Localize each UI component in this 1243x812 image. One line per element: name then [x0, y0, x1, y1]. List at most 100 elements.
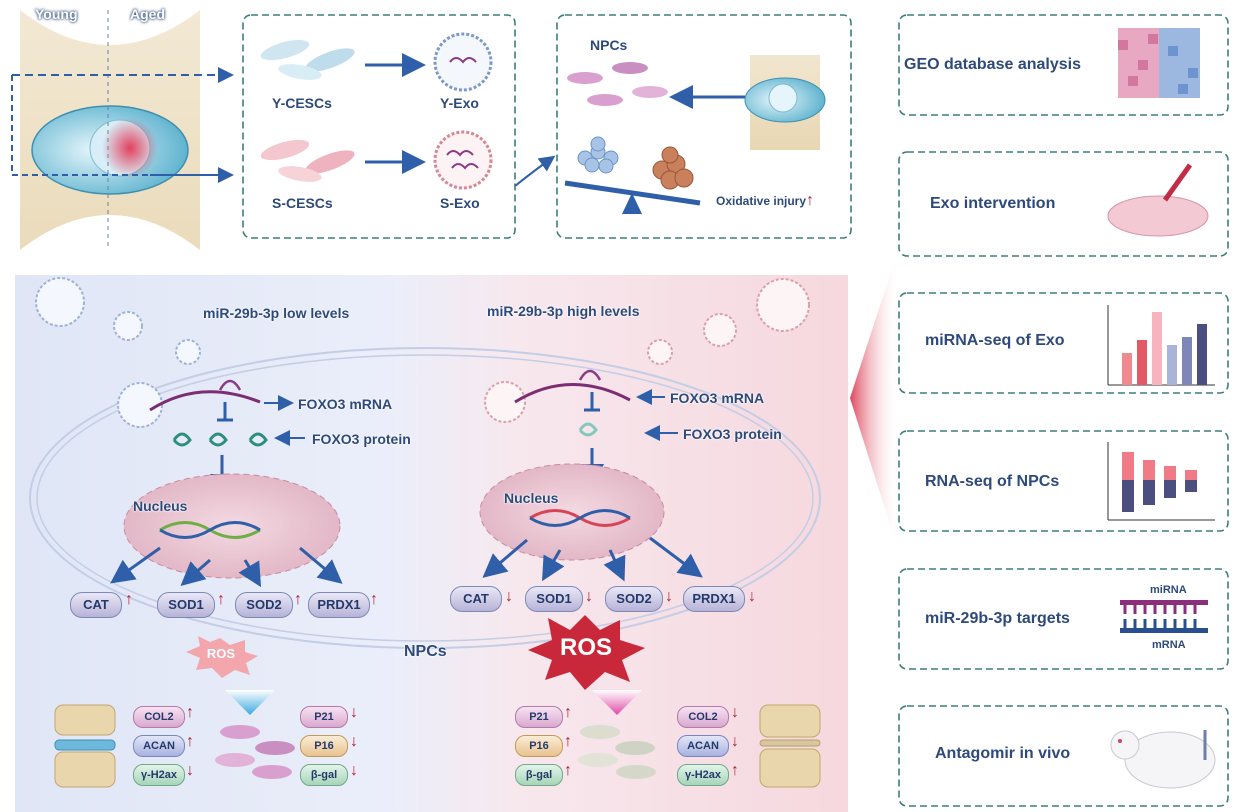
mrna-strand-label: mRNA: [1152, 639, 1186, 651]
left-prdx1-up-arrow: [370, 591, 382, 611]
right-target-cat: CAT: [450, 586, 502, 612]
workflow-mirnaseq-title: miRNA-seq of Exo: [925, 332, 1065, 349]
right-col2-down-arrow: [731, 704, 743, 724]
npc-cells: [567, 62, 668, 106]
left-p16-down-arrow: [350, 733, 362, 753]
workflow-antagomir-title: Antagomir in vivo: [935, 745, 1071, 762]
left-marker-gh2ax: γ-H2ax: [133, 764, 185, 786]
right-bgal-up-arrow: [564, 762, 576, 782]
s-exo-label: S-Exo: [440, 195, 480, 211]
right-header: miR-29b-3p high levels: [487, 303, 640, 319]
right-marker-bgal: β-gal: [515, 764, 563, 786]
npcs-top-label: NPCs: [590, 37, 628, 53]
right-marker-p21: P21: [515, 706, 563, 728]
left-sod1-up-arrow: [217, 591, 229, 611]
left-marker-col2: COL2: [133, 706, 185, 728]
left-marker-acan: ACAN: [133, 735, 185, 757]
right-foxo3-mrna: FOXO3 mRNA: [670, 390, 765, 406]
left-target-cat: CAT: [70, 592, 122, 618]
left-nucleus-label: Nucleus: [133, 498, 188, 514]
right-gh2ax-up-arrow: [731, 762, 743, 782]
right-bottom-cells: [578, 725, 656, 779]
right-sod2-down-arrow: [665, 588, 677, 608]
right-foxo3-protein-label: FOXO3 protein: [683, 426, 782, 442]
left-sod2-up-arrow: [294, 591, 306, 611]
right-p21-up-arrow: [564, 704, 576, 724]
right-nucleus: [479, 463, 665, 561]
workflow-rnaseq-title: RNA-seq of NPCs: [925, 473, 1060, 490]
cell-membrane-outer: [29, 347, 821, 649]
spine-disc-illustration: [11, 0, 234, 260]
s-cescs-label: S-CESCs: [272, 195, 333, 211]
left-vertebra-healthy: [54, 704, 116, 788]
rnaseq-bars: [1107, 442, 1215, 521]
geo-heatmap: [1118, 28, 1200, 98]
workflow-targets-title: miR-29b-3p targets: [925, 610, 1070, 627]
young-cescs-cells: [260, 39, 355, 80]
right-marker-col2: COL2: [677, 706, 729, 728]
left-ros-label: ROS: [206, 646, 236, 661]
right-acan-down-arrow: [731, 733, 743, 753]
right-down-arrow: [592, 690, 642, 715]
right-p16-up-arrow: [564, 733, 576, 753]
left-nucleus-arrows: [110, 546, 343, 588]
right-cat-down-arrow: [505, 588, 517, 608]
workflow-exo-title: Exo intervention: [930, 195, 1056, 212]
left-header: miR-29b-3p low levels: [203, 305, 350, 321]
y-cescs-label: Y-CESCs: [272, 95, 332, 111]
balance-scale: [564, 136, 701, 214]
left-bottom-cells: [215, 725, 295, 779]
left-foxo3-protein-label: FOXO3 protein: [312, 431, 411, 447]
y-exo-vesicle: [433, 32, 493, 92]
left-target-sod1: SOD1: [157, 592, 215, 618]
mouse-icon: [1110, 730, 1216, 789]
workflow-fan: [850, 250, 898, 550]
left-foxo3-mrna: FOXO3 mRNA: [298, 396, 393, 412]
young-label: Young: [35, 6, 78, 22]
mirna-strand-label: miRNA: [1150, 584, 1187, 596]
workflow-geo-title: GEO database analysis: [904, 56, 1081, 73]
left-marker-bgal: β-gal: [300, 764, 348, 786]
small-disc-illustration: [744, 55, 826, 150]
senescent-cescs-cells: [260, 139, 355, 182]
cell-membrane-inner: [36, 354, 814, 642]
right-ros-label: ROS: [559, 634, 612, 661]
left-marker-p16: P16: [300, 735, 348, 757]
left-bgal-down-arrow: [350, 762, 362, 782]
right-marker-p16: P16: [515, 735, 563, 757]
left-cat-up-arrow: [125, 591, 137, 611]
left-gh2ax-down-arrow: [186, 762, 198, 782]
right-vesicles: [484, 278, 810, 423]
left-foxo3-protein: [172, 432, 268, 447]
left-ros-burst: [186, 636, 258, 678]
right-ros-burst: [528, 615, 645, 690]
right-target-sod2: SOD2: [605, 586, 663, 612]
s-exo-vesicle: [433, 130, 493, 190]
right-marker-acan: ACAN: [677, 735, 729, 757]
left-down-arrow: [225, 690, 275, 715]
right-target-prdx1: PRDX1: [683, 586, 745, 612]
workflow-frames: [898, 14, 1229, 807]
aged-label: Aged: [130, 6, 165, 22]
right-marker-gh2ax: γ-H2ax: [677, 764, 729, 786]
npcs-cell-label: NPCs: [404, 643, 447, 660]
y-exo-label: Y-Exo: [440, 95, 479, 111]
right-prdx1-down-arrow: [748, 588, 760, 608]
duplex-strands: [1120, 600, 1208, 633]
right-nucleus-label: Nucleus: [504, 490, 559, 506]
oxidative-injury-label: Oxidative injury: [716, 192, 814, 210]
left-nucleus: [123, 473, 341, 579]
left-vesicles: [35, 277, 201, 428]
mirna-seq-bars: [1107, 305, 1215, 386]
left-target-prdx1: PRDX1: [308, 592, 370, 618]
right-target-sod1: SOD1: [525, 586, 583, 612]
left-p21-down-arrow: [350, 704, 362, 724]
right-nucleus-arrows: [482, 536, 703, 582]
right-sod1-down-arrow: [585, 588, 597, 608]
petri-dish-icon: [1107, 163, 1209, 237]
right-vertebra-degenerated: [759, 704, 821, 788]
left-marker-p21: P21: [300, 706, 348, 728]
left-acan-up-arrow: [186, 733, 198, 753]
